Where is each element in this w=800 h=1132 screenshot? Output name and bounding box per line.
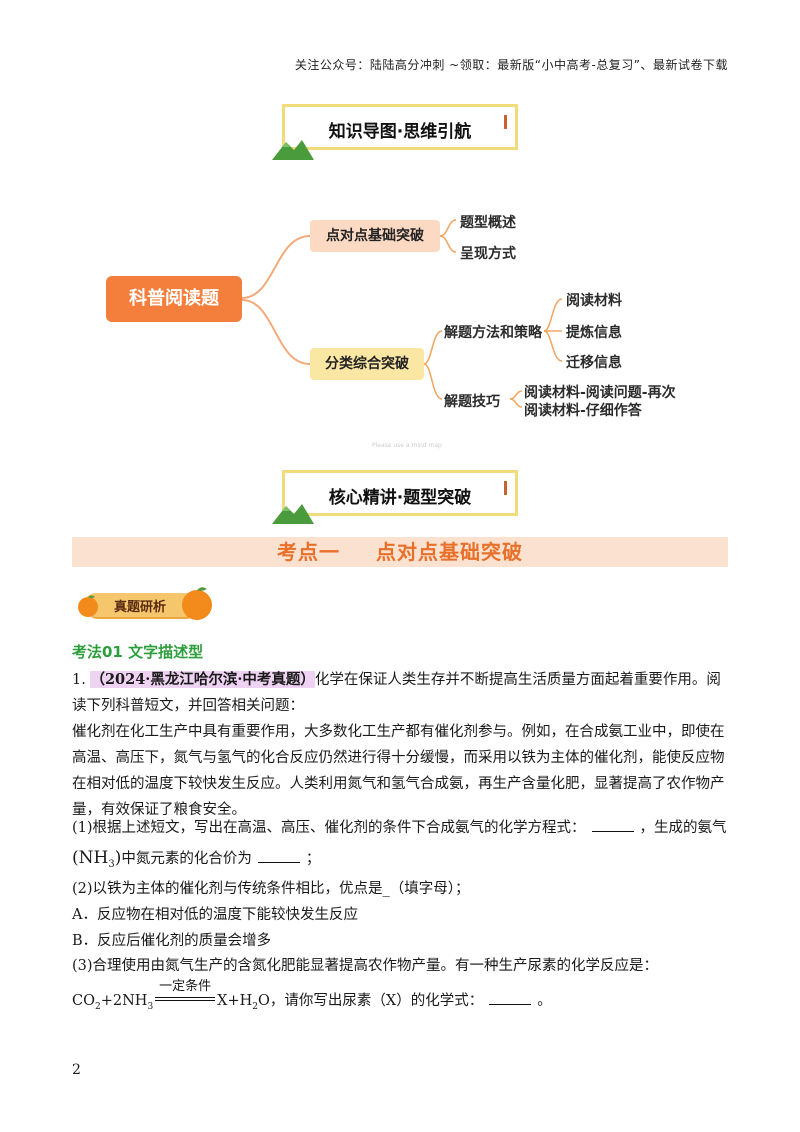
part1-text-b: ，生成的氨气 [639, 820, 727, 836]
eq-co2: CO [72, 993, 95, 1009]
mindmap-watermark: Please use a mind map [372, 442, 442, 449]
option-b: B．反应后催化剂的质量会增多 [72, 933, 272, 949]
eq-sub: 2 [252, 1001, 259, 1012]
answer-blank [591, 817, 634, 832]
mindmap-sub-skill: 解题技巧 [444, 394, 500, 410]
question-intro-text: 化学在保证人类生存并不断提高生活质量方面起着重要作用。阅读下列科普短文，并回答相… [72, 672, 721, 714]
part3-end: 。 [537, 993, 552, 1009]
answer-blank [489, 990, 532, 1005]
banner-title: 核心精讲·题型突破 [328, 488, 472, 508]
ammonia-formula: (NH [72, 848, 109, 868]
question-part2: (2)以铁为主体的催化剂与传统条件相比，优点是_（填字母）； [72, 881, 470, 897]
part1-end: ； [305, 851, 321, 867]
eq-line [155, 997, 216, 998]
option-a: A．反应物在相对低的温度下能较快发生反应 [72, 907, 358, 923]
mindmap-branch-comprehensive: 分类综合突破 [310, 348, 424, 380]
mindmap-leaf: 阅读材料-仔细作答 [524, 403, 642, 419]
part3-tail: ，请你写出尿素（X）的化学式： [269, 993, 484, 1009]
tag-label: 真题研析 [113, 600, 166, 615]
section-heading: 考点一 点对点基础突破 [72, 537, 728, 567]
orange-icon [182, 587, 212, 620]
question-source: （2024·黑龙江哈尔滨·中考真题） [90, 671, 315, 688]
real-exam-tag: 真题研析 [76, 586, 212, 622]
orange-icon [78, 595, 98, 617]
mindmap-leaf: 提炼信息 [566, 325, 622, 341]
header-note: 关注公众号：陆陆高分冲刺 ~领取：最新版“小中高考-总复习”、最新试卷下载 [294, 58, 728, 72]
mindmap-sub-method: 解题方法和策略 [444, 325, 542, 341]
question-passage: 催化剂在化工生产中具有重要作用，大多数化工生产都有催化剂参与。例如，在合成氨工业… [72, 724, 725, 818]
tag-pill: 真题研析 [84, 593, 196, 617]
eq-product-end: O [258, 993, 270, 1009]
mindmap-leaf: 呈现方式 [460, 246, 516, 262]
answer-blank [257, 848, 300, 863]
eq-condition: 一定条件 [159, 979, 212, 994]
mindmap-leaf: 迁移信息 [566, 355, 622, 371]
banner-core-lecture: 核心精讲·题型突破 [282, 470, 518, 516]
eq-sub: 2 [94, 1001, 101, 1012]
mindmap-leaf: 阅读材料 [566, 293, 622, 309]
question-part3: (3)合理使用由氮气生产的含氮化肥能显著提高农作物产量。有一种生产尿素的化学反应… [72, 958, 659, 974]
mountain-icon [272, 504, 314, 524]
banner-accent [504, 481, 507, 495]
mindmap-leaf: 阅读材料-阅读问题-再次 [524, 385, 676, 401]
question-number: 1. [72, 672, 86, 688]
question-intro: 1. （2024·黑龙江哈尔滨·中考真题）化学在保证人类生存并不断提高生活质量方… [72, 667, 728, 719]
mountain-icon [272, 140, 314, 160]
section-number: 考点一 [277, 540, 340, 564]
ammonia-close: ) [114, 848, 122, 868]
part1-text: (1)根据上述短文，写出在高温、高压、催化剂的条件下合成氨气的化学方程式： [72, 820, 586, 836]
question-part1-cont: (NH3)中氮元素的化合价为 ； [72, 845, 728, 878]
mindmap-connectors [241, 219, 563, 408]
question-part1: (1)根据上述短文，写出在高温、高压、催化剂的条件下合成氨气的化学方程式： ，生成… [72, 815, 728, 841]
ammonia-subscript: 3 [108, 858, 115, 870]
eq-line [155, 1000, 216, 1001]
method-heading: 考法01 文字描述型 [72, 643, 204, 661]
eq-sub: 3 [147, 1001, 154, 1012]
banner-accent [504, 115, 507, 129]
urea-equation-line: CO2+2NH3 一定条件 X+H2O，请你写出尿素（X）的化学式：。 [72, 979, 728, 1017]
section-title: 点对点基础突破 [376, 540, 523, 564]
eq-arrow: 一定条件 [155, 979, 216, 1005]
banner-knowledge-map: 知识导图·思维引航 [282, 104, 518, 150]
eq-nh3: +2NH [100, 993, 148, 1009]
mindmap-branch-basic: 点对点基础突破 [310, 220, 440, 252]
page-number: 2 [72, 1062, 81, 1078]
eq-product: X+H [217, 993, 253, 1009]
mindmap-root: 科普阅读题 [106, 276, 242, 322]
part1-text-c: 中氮元素的化合价为 [121, 851, 252, 867]
banner-title: 知识导图·思维引航 [328, 122, 472, 142]
mindmap-leaf: 题型概述 [460, 215, 516, 231]
